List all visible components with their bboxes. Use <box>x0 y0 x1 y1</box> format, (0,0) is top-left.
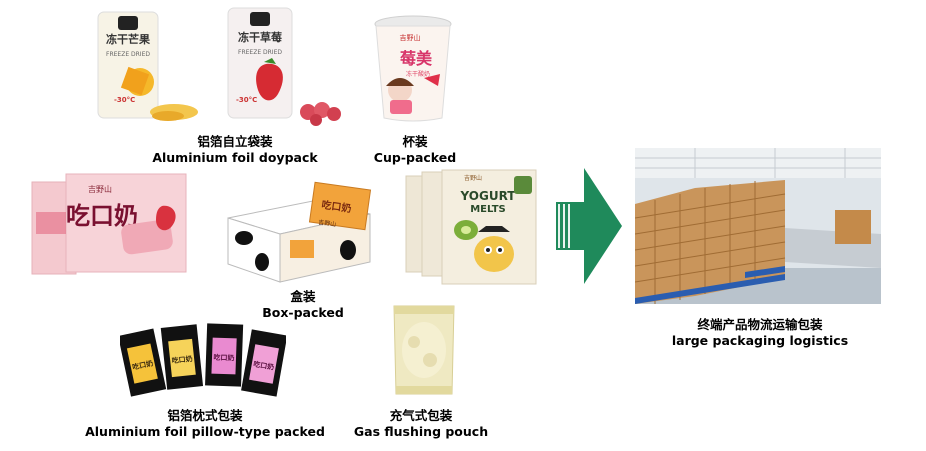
sachet1-text: 吃口奶 <box>131 358 153 371</box>
yogurt-bag-text1: YOGURT <box>460 189 517 203</box>
pillow-caption-zh: 铝箔枕式包装 <box>167 408 243 423</box>
foil-pillow-sachets-image: 吃口奶 吃口奶 吃口奶 吃口奶 <box>120 318 286 402</box>
box-caption-en: Box-packed <box>262 305 344 320</box>
sachet3-text: 吃口奶 <box>213 353 234 363</box>
doypack-caption-zh: 铝箔自立袋装 <box>197 134 273 149</box>
box-caption-zh: 盒装 <box>290 289 316 304</box>
right-arrow-icon <box>556 168 622 284</box>
logistics-caption-en: large packaging logistics <box>671 333 849 348</box>
cup-tag-text: 冻干酸奶 <box>406 70 430 78</box>
cup-caption-zh: 杯装 <box>402 134 428 149</box>
doypack-caption: 铝箔自立袋装 Aluminium foil doypack <box>140 134 330 166</box>
logistics-caption: 终端产品物流运输包装 large packaging logistics <box>660 317 860 349</box>
cup-big-text: 莓美 <box>400 49 433 68</box>
strawberry-bag-temp: -30°C <box>236 96 257 104</box>
strawberry-bag-subtitle: FREEZE DRIED <box>238 49 282 56</box>
yogurt-bag-brand: 吉野山 <box>464 174 482 182</box>
milk-bag-brand: 吉野山 <box>88 184 112 194</box>
mango-bag-subtitle: FREEZE DRIED <box>106 51 150 58</box>
mango-bag-temp: -30°C <box>114 96 135 104</box>
gas-flushing-pouch-image <box>388 302 460 398</box>
yogurt-cup-image: 吉野山 莓美 冻干酸奶 <box>372 14 454 124</box>
logistics-caption-zh: 终端产品物流运输包装 <box>697 317 823 332</box>
yogurt-bag-text2: MELTS <box>470 204 506 215</box>
mango-bag-title: 冻干芒果 <box>106 32 150 46</box>
pillow-caption: 铝箔枕式包装 Aluminium foil pillow-type packed <box>80 408 330 440</box>
box-caption: 盒装 Box-packed <box>248 289 358 321</box>
warehouse-logistics-image <box>635 148 881 304</box>
strawberry-doypack-image: 冻干草莓 FREEZE DRIED -30°C <box>226 6 350 126</box>
cup-brand: 吉野山 <box>400 33 421 42</box>
mango-doypack-image: 冻干芒果 FREEZE DRIED -30°C <box>94 10 212 126</box>
sachet4-text: 吃口奶 <box>253 359 275 372</box>
doypack-caption-en: Aluminium foil doypack <box>152 150 318 165</box>
cow-box-image: 吃口奶 吉野山 <box>218 178 380 288</box>
gas-caption: 充气式包装 Gas flushing pouch <box>346 408 496 440</box>
cup-caption: 杯装 Cup-packed <box>360 134 470 166</box>
box-title: 吃口奶 <box>321 198 353 215</box>
gas-caption-zh: 充气式包装 <box>389 408 453 423</box>
pillow-caption-en: Aluminium foil pillow-type packed <box>85 424 325 439</box>
yogurt-melts-bags-image: 吉野山 YOGURT MELTS <box>404 168 538 286</box>
milk-tablet-bags-image: 吉野山 吃口奶 <box>30 172 188 276</box>
sachet2-text: 吃口奶 <box>171 354 193 365</box>
strawberry-bag-title: 冻干草莓 <box>238 30 282 44</box>
cup-caption-en: Cup-packed <box>373 150 457 165</box>
gas-caption-en: Gas flushing pouch <box>353 424 489 439</box>
box-brand: 吉野山 <box>318 218 337 228</box>
